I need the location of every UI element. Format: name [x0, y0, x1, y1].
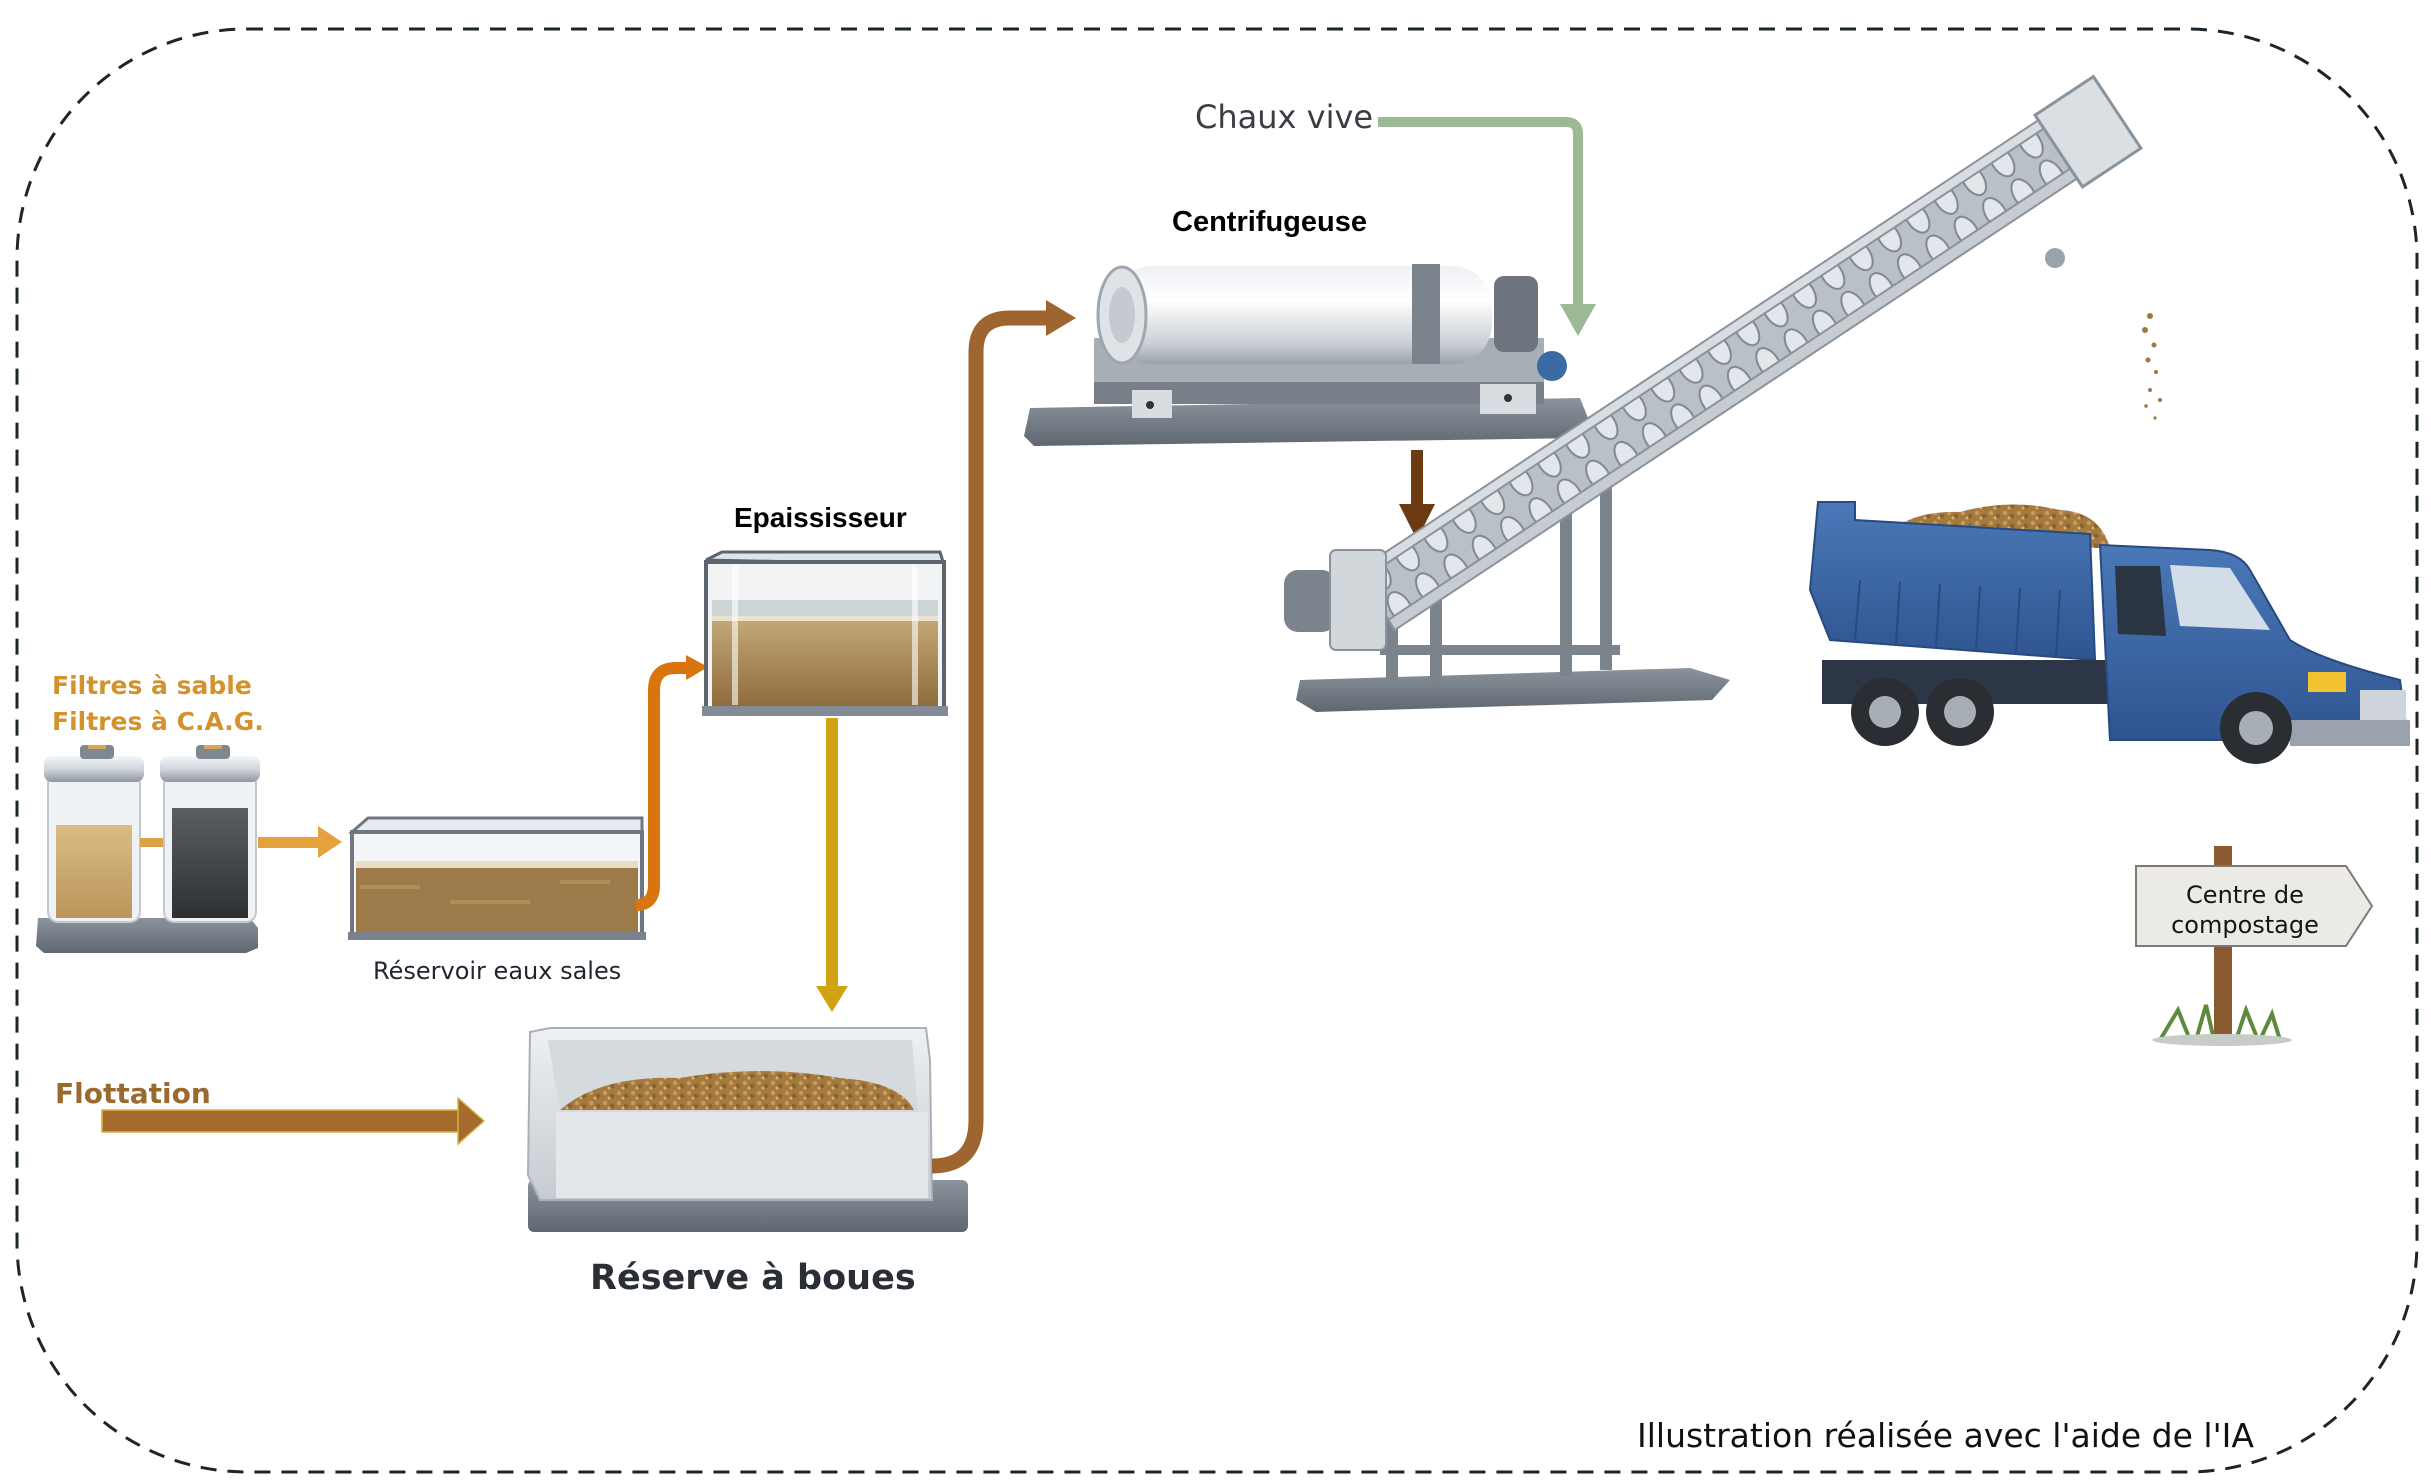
arrowhead — [686, 655, 708, 680]
sludge-store-illustration — [526, 1027, 968, 1232]
compost-sign-label: Centre de compostage — [2171, 881, 2319, 939]
arrow-sludge-store-to-centrifuge — [931, 310, 1050, 1174]
filters-label: Filtres à sable Filtres à C.A.G. — [52, 668, 264, 740]
motor — [1284, 549, 1387, 651]
sludge-store-label: Réserve à boues — [590, 1258, 916, 1298]
dump-truck-illustration — [1808, 501, 2410, 764]
arrow-flotation-to-sludge-store — [101, 1096, 486, 1146]
sand-filter-label: Filtres à sable — [52, 671, 252, 700]
arrow-lime-to-centrifuge — [1378, 117, 1596, 336]
flotation-label: Flottation — [55, 1077, 211, 1110]
arrowhead — [1046, 300, 1076, 336]
arrow-thickener-to-sludge-store — [816, 718, 848, 1012]
centrifuge-illustration — [1024, 264, 1592, 446]
reservoir-label: Réservoir eaux sales — [373, 957, 622, 985]
arrow-centrifuge-to-conveyor — [1399, 450, 1435, 540]
compost-sign-illustration — [2135, 846, 2374, 1046]
screw-conveyor-illustration — [1284, 74, 2162, 712]
carbon-filter-label: Filtres à C.A.G. — [52, 707, 264, 736]
filters-illustration — [36, 745, 260, 953]
reservoir-illustration — [348, 816, 646, 940]
thickener-illustration — [702, 550, 948, 716]
arrow-filters-to-reservoir — [258, 826, 342, 858]
falling-sludge — [2142, 313, 2162, 420]
arrow-reservoir-to-thickener — [635, 662, 690, 911]
carbon-filter-jar — [160, 745, 260, 923]
centrifuge-label: Centrifugeuse — [1172, 206, 1367, 238]
footer-note: Illustration réalisée avec l'aide de l'I… — [1637, 1416, 2254, 1455]
thickener-label: Epaississeur — [734, 502, 907, 533]
dashed-frame — [15, 27, 2419, 1474]
filter-connector — [140, 838, 166, 847]
sand-filter-jar — [44, 745, 144, 923]
lime-label: Chaux vive — [1195, 98, 1374, 136]
wheels — [1851, 678, 2292, 764]
